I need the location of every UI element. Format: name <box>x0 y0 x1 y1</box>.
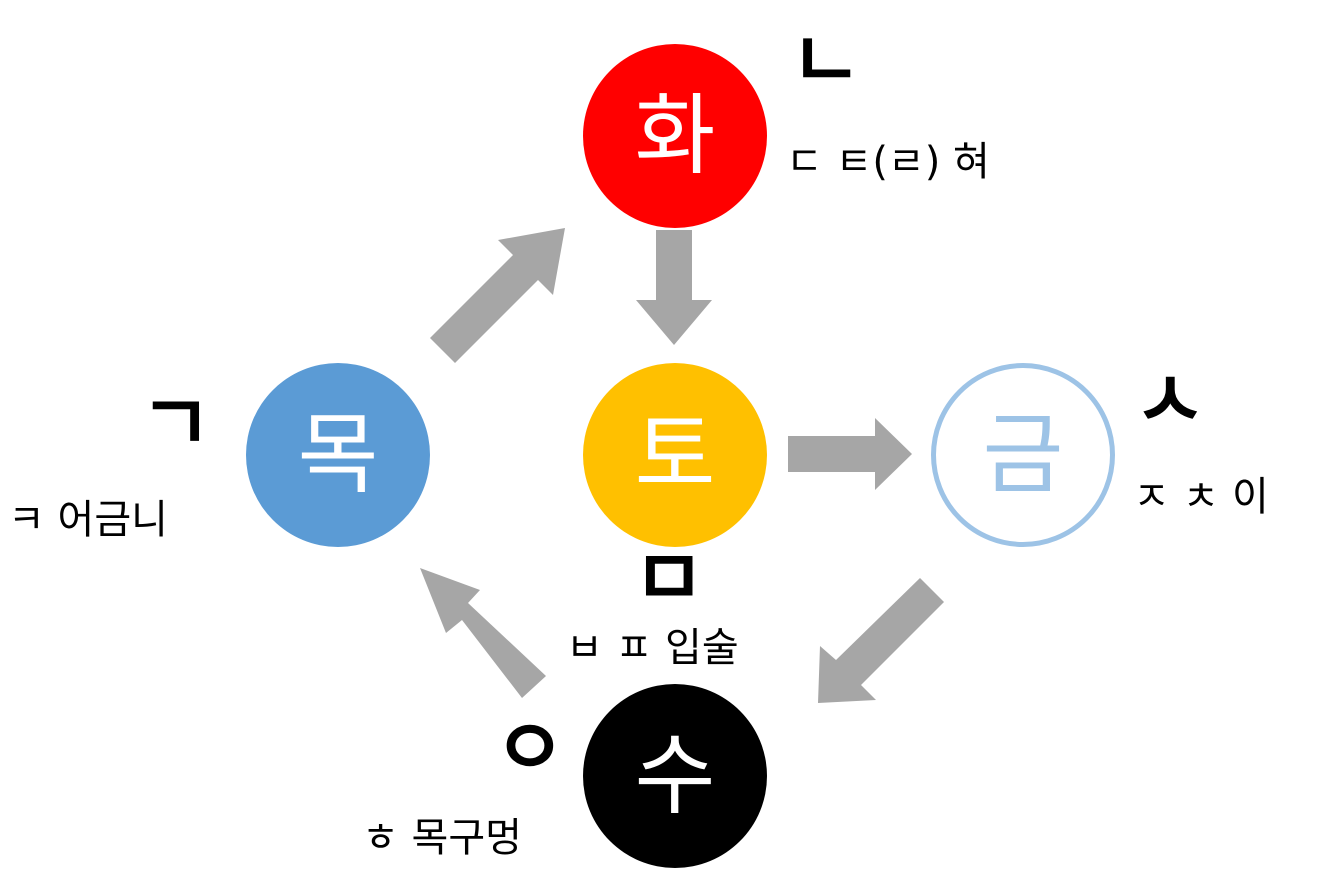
fire-circle: 화 <box>583 44 767 228</box>
water-circle: 수 <box>583 684 767 868</box>
wood-circle: 목 <box>246 363 430 547</box>
earth-label: 토 <box>634 403 716 506</box>
earth-consonant: ㅁ <box>633 534 705 624</box>
earth-description: ㅂ ㅍ 입술 <box>566 625 739 671</box>
arrow-metal-to-water <box>818 578 944 703</box>
water-label: 수 <box>634 724 716 827</box>
fire-label: 화 <box>634 84 716 187</box>
earth-circle: 토 <box>583 363 767 547</box>
wood-description: ㅋ 어금니 <box>8 497 168 543</box>
wood-consonant: ㄱ <box>140 379 212 469</box>
water-consonant: ㅇ <box>494 704 566 794</box>
water-description: ㅎ 목구멍 <box>362 815 522 861</box>
fire-consonant: ㄴ <box>790 16 862 106</box>
arrow-fire-to-earth <box>636 230 712 345</box>
metal-label: 금 <box>982 403 1064 506</box>
metal-consonant: ㅅ <box>1134 356 1206 446</box>
metal-description: ㅈ ㅊ 이 <box>1133 474 1269 520</box>
arrow-wood-to-fire <box>430 228 565 363</box>
arrow-earth-to-metal <box>788 418 912 490</box>
fire-description: ㄷ ㅌ(ㄹ) 혀 <box>786 139 990 185</box>
metal-circle: 금 <box>931 363 1115 547</box>
wood-label: 목 <box>297 403 379 506</box>
arrow-water-to-wood <box>420 568 546 698</box>
